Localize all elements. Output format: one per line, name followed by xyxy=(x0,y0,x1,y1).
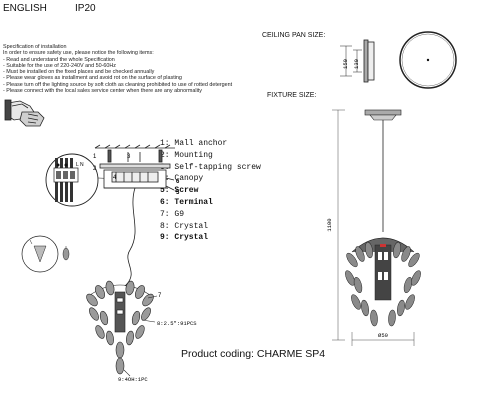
parts-list-item: 4: Canopy xyxy=(160,174,204,184)
fixture-height-dimension: 1100 xyxy=(326,218,333,231)
crystal-detail-circle xyxy=(21,235,59,273)
parts-list-item: 3: Self-tapping screw xyxy=(160,162,261,172)
ip-rating: IP20 xyxy=(75,3,96,14)
spec-line: - Suitable for the use of 220-240V and 5… xyxy=(3,62,116,69)
crystal-count-9: 9:4OH:1PC xyxy=(118,376,148,383)
spec-line: - Please wear gloves as installment and … xyxy=(3,75,182,82)
spec-line: Specification of installation xyxy=(3,44,67,50)
terminal-letters-label: L N xyxy=(76,162,84,168)
spec-line: - Must be installed on the fixed places … xyxy=(3,69,155,76)
parts-list-item: 7: G9 xyxy=(160,209,185,219)
parts-list-item: 8: Crystal xyxy=(160,221,209,231)
gloved-hand-icon xyxy=(19,111,45,127)
parts-list-item: 1: Mall anchor xyxy=(160,139,228,148)
callout-7: 7 xyxy=(158,293,162,299)
chandelier-left xyxy=(86,280,158,377)
parts-list-item: 2: Mounting xyxy=(160,150,213,160)
callout-5: 5 xyxy=(176,190,180,196)
specification-text: Specification of installation In order t… xyxy=(3,44,232,94)
product-coding: Product coding: CHARME SP4 xyxy=(181,348,326,360)
callout-2: 2 xyxy=(93,166,97,172)
parts-list: 1: Mall anchor 2: Mounting 3: Self-tappi… xyxy=(160,138,261,244)
ceiling-pan-size-label: CEILING PAN SIZE: xyxy=(262,32,326,39)
spec-line: - Please turn off the lighting source by… xyxy=(3,81,233,88)
fixture-size-label: FIXTURE SIZE: xyxy=(267,92,317,99)
spec-line: - Read and understand the whole Specific… xyxy=(3,56,115,63)
spec-line: - Please connect with the local sales se… xyxy=(3,88,202,95)
ceiling-pan-side-view xyxy=(340,39,375,83)
parts-list-item: 9: Crystal xyxy=(160,233,209,243)
hanging-cable xyxy=(124,187,136,287)
pan-height-inner: 130 xyxy=(353,59,360,69)
pan-height-outer: 150 xyxy=(342,59,349,69)
fixture-width-dimension: Ø50 xyxy=(378,332,388,339)
spec-line: In order to ensure safety use, please no… xyxy=(3,50,154,57)
fixture-dimension-drawing xyxy=(332,109,421,346)
callout-4: 4 xyxy=(113,175,117,181)
language-label: ENGLISH xyxy=(3,3,47,14)
ceiling-pan-top-view xyxy=(399,31,457,89)
ceiling-mount-drawing xyxy=(94,144,175,191)
callout-6: 6 xyxy=(176,179,180,185)
small-crystal-icon xyxy=(62,246,70,261)
callout-3: 3 xyxy=(127,154,131,160)
parts-list-item: 6: Terminal xyxy=(160,197,213,207)
crystal-count-8: 8:2.5":91PCS xyxy=(157,320,197,327)
terminal-detail-circle xyxy=(45,153,99,207)
parts-list-item: 5: Screw xyxy=(160,186,199,196)
callout-1: 1 xyxy=(93,154,97,160)
